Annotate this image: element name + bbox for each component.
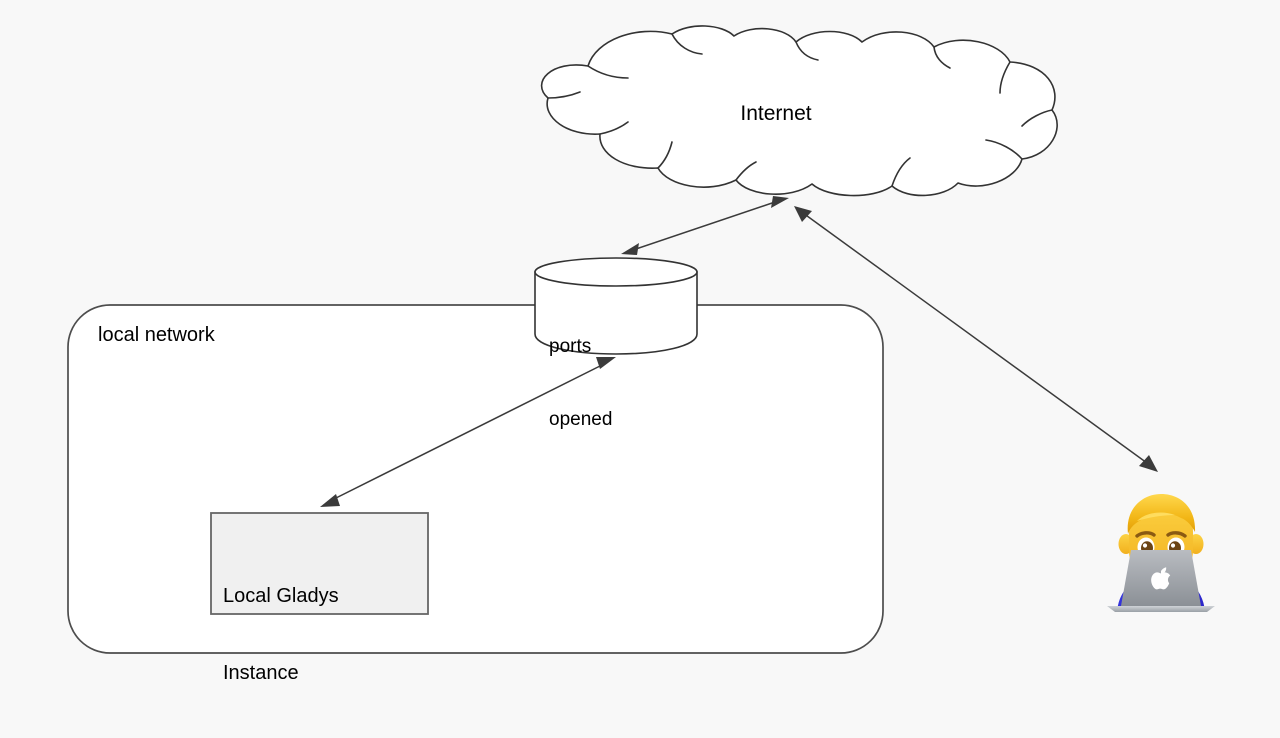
edge-cylinder-to-gladys[interactable] (320, 357, 616, 507)
arrowhead-to-person (1139, 455, 1158, 472)
ports-opened-line-2: opened (549, 408, 613, 430)
edge-cloud-to-person[interactable] (794, 206, 1158, 472)
arrowhead-to-gladys (320, 494, 340, 507)
arrowhead-to-cloud-left (771, 196, 789, 208)
ports-opened-label: ports opened (549, 286, 612, 481)
man-technologist-emoji (1103, 488, 1219, 612)
ports-opened-line-1: ports (549, 335, 592, 357)
local-gladys-instance-label: Local Gladys Instance (223, 533, 339, 738)
arrowhead-to-cylinder-bottom (596, 357, 616, 369)
local-gladys-line-1: Local Gladys (223, 585, 339, 608)
internet-label: Internet (740, 102, 812, 125)
diagram-svg (67, 25, 1158, 654)
diagram-canvas: Internet ports opened local network Loca… (67, 25, 1219, 684)
arrowhead-to-cylinder (621, 243, 639, 255)
local-network-container[interactable] (67, 304, 884, 654)
edge-cloud-to-cylinder[interactable] (621, 196, 789, 255)
arrowhead-to-cloud-right (794, 206, 812, 222)
local-gladys-instance-box[interactable] (210, 512, 429, 615)
ports-opened-cylinder[interactable] (534, 257, 698, 355)
local-network-label: local network (98, 324, 215, 346)
man-technologist-icon (1107, 494, 1215, 612)
cloud-detail-strokes (547, 33, 1053, 187)
local-gladys-line-2: Instance (223, 661, 299, 684)
